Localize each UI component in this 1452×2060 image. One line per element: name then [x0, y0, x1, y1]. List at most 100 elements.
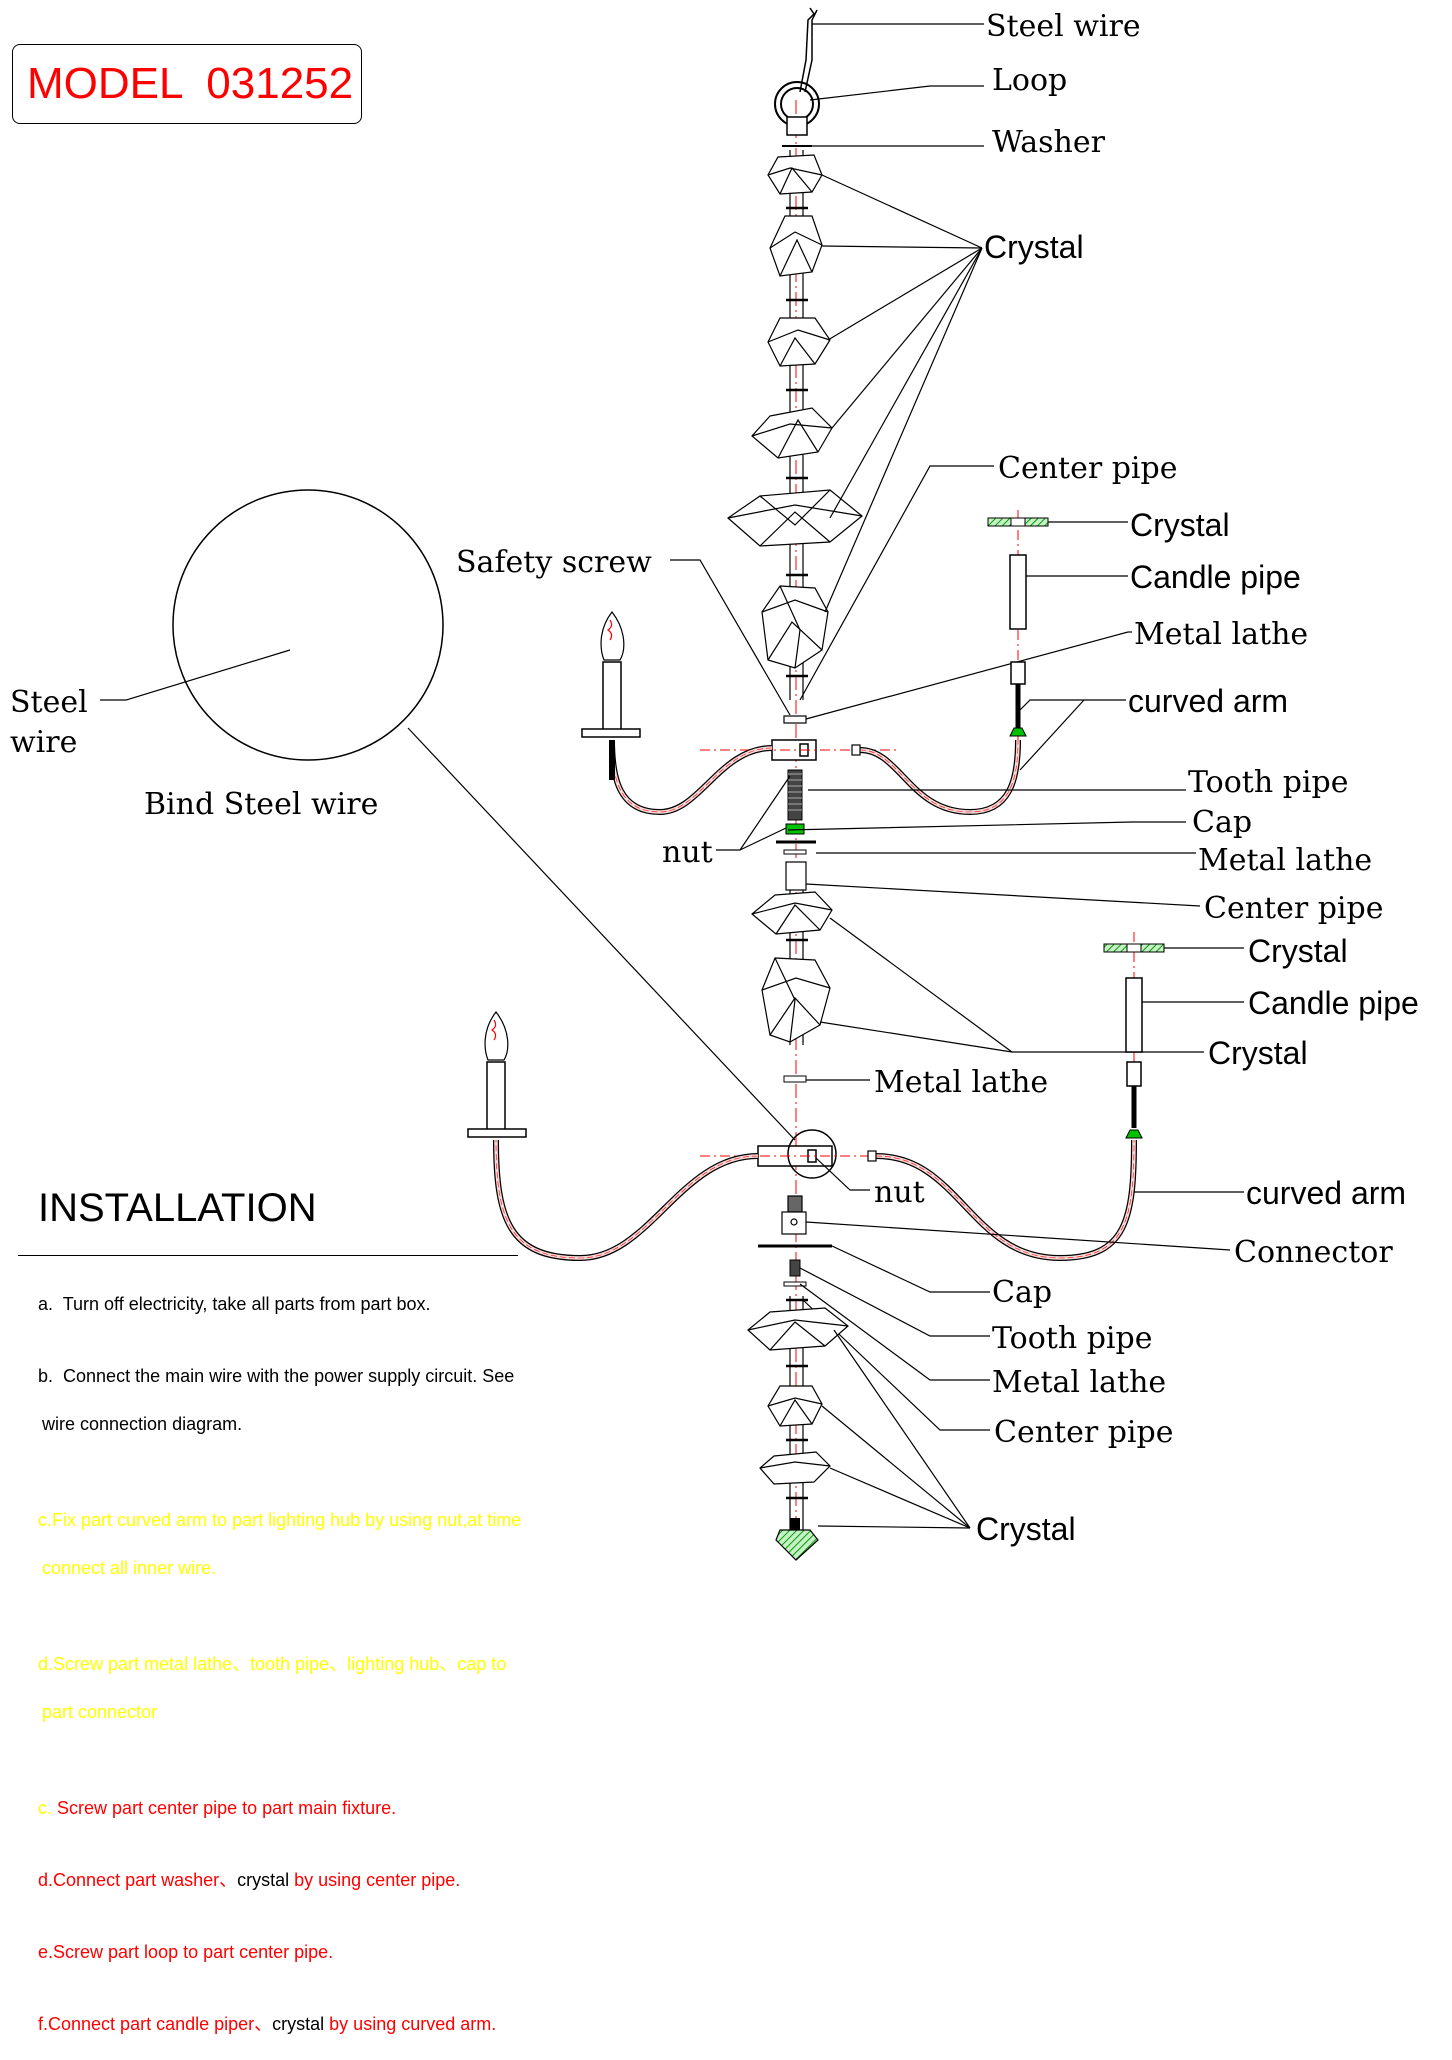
metal-lathe-upper: [783, 849, 807, 855]
step-d: d.Screw part metal lathe、tooth pipe、ligh…: [18, 1628, 618, 1772]
connector: [781, 1195, 807, 1235]
label-crystal-mid: Crystal: [1208, 1035, 1308, 1071]
leaders-right-lower: [1142, 947, 1244, 1003]
label-crystal-right-1: Crystal: [1130, 507, 1230, 543]
label-curved-arm-2: curved arm: [1246, 1175, 1406, 1211]
leaders-lower: [815, 1157, 1244, 1193]
label-tooth-pipe-2: Tooth pipe: [992, 1321, 1152, 1356]
step-f2-c: by using curved arm.: [324, 2014, 497, 2034]
crystal-8: [761, 957, 831, 1043]
step-c-text: c.Fix part curved arm to part lighting h…: [38, 1510, 522, 1530]
label-center-pipe-2: Center pipe: [1204, 891, 1383, 926]
curved-arm-lower-left: [493, 1139, 759, 1262]
lower-lighting-hub: [757, 1129, 837, 1179]
installation-title: INSTALLATION: [38, 1186, 317, 1230]
leaders-right-upper: [1017, 521, 1128, 771]
nut-upper: [785, 823, 805, 835]
step-d2-b: crystal: [237, 1870, 290, 1890]
step-d-text: d.Screw part metal lathe、tooth pipe、ligh…: [38, 1654, 507, 1674]
leaders-top: [670, 23, 994, 716]
tooth-pipe-1: [787, 769, 803, 821]
label-steel-wire: Steel wire: [986, 9, 1141, 44]
curved-arm-upper-right: [859, 739, 1021, 816]
candle-upper-right-exploded: [987, 510, 1049, 740]
step-b-text: b. Connect the main wire with the power …: [38, 1366, 515, 1386]
label-connector: Connector: [1234, 1235, 1393, 1270]
label-candle-pipe-1: Candle pipe: [1130, 559, 1301, 595]
step-e2: e.Screw part loop to part center pipe.: [18, 1916, 618, 1988]
label-cap-1: Cap: [1192, 805, 1252, 840]
crystal-6: [761, 585, 829, 669]
step-b: b. Connect the main wire with the power …: [18, 1340, 618, 1484]
label-nut-1: nut: [662, 835, 713, 870]
step-c-cont: connect all inner wire.: [42, 1558, 217, 1578]
curved-arm-upper-left: [609, 739, 773, 816]
step-f2-b: crystal: [272, 2014, 325, 2034]
crystal-7: [751, 891, 833, 935]
detail-label-steel: Steel: [10, 685, 88, 720]
label-nut-2: nut: [874, 1175, 925, 1210]
step-c2-prefix: c.: [38, 1798, 53, 1818]
label-candle-pipe-2: Candle pipe: [1248, 985, 1419, 1021]
label-crystal-bottom: Crystal: [976, 1511, 1076, 1547]
label-metal-lathe-4: Metal lathe: [992, 1365, 1166, 1400]
candle-upper-left: [581, 611, 641, 780]
candle-lower-right-exploded: [1103, 932, 1165, 1139]
tooth-pipe-2: [789, 1259, 801, 1277]
metal-lathe-mid: [783, 1075, 807, 1083]
label-safety-screw: Safety screw: [456, 545, 652, 580]
step-a-text: a. Turn off electricity, take all parts …: [38, 1294, 431, 1314]
safety-screw: [783, 715, 807, 724]
label-cap-2: Cap: [992, 1275, 1052, 1310]
detail-circle: [172, 480, 444, 780]
candle-lower-left: [467, 1011, 527, 1138]
label-crystal-right-2: Crystal: [1248, 933, 1348, 969]
crystal-10: [767, 1385, 823, 1427]
washer: [786, 116, 808, 136]
detail-caption: Bind Steel wire: [144, 787, 378, 822]
step-c2-text: Screw part center pipe to part main fixt…: [52, 1798, 397, 1818]
model-number-box: MODEL 031252: [12, 44, 362, 124]
label-metal-lathe-1: Metal lathe: [1134, 617, 1308, 652]
curved-arm-lower-right: [875, 1139, 1137, 1262]
installation-steps: a. Turn off electricity, take all parts …: [18, 1244, 618, 2060]
step-d2-a: d.Connect part washer、: [38, 1870, 238, 1890]
label-crystal-top: Crystal: [984, 229, 1084, 265]
step-d-cont: part connector: [42, 1702, 158, 1722]
detail-steel-wire-leader: [100, 649, 291, 701]
diagram-canvas: Steel wire Loop Washer Crystal Center pi…: [10, 7, 1419, 2034]
metal-lathe-lower: [783, 1281, 807, 1287]
crystal-5: [727, 489, 863, 547]
leaders-bottom-crystal: [817, 1329, 971, 1529]
detail-label-wire: wire: [10, 725, 77, 760]
step-b-cont: wire connection diagram.: [42, 1414, 243, 1434]
label-curved-arm-1: curved arm: [1128, 683, 1288, 719]
label-metal-lathe-2: Metal lathe: [1198, 843, 1372, 878]
leaders-crystal-mid: [819, 917, 1204, 1053]
crystal-1: [767, 154, 823, 195]
step-d2-c: by using center pipe.: [289, 1870, 461, 1890]
step-a: a. Turn off electricity, take all parts …: [18, 1244, 618, 1340]
step-e2-text: e.Screw part loop to part center pipe.: [38, 1942, 334, 1962]
label-metal-lathe-3: Metal lathe: [874, 1065, 1048, 1100]
crystal-2: [769, 215, 823, 277]
crystal-9: [747, 1307, 849, 1351]
labels: Steel wire Loop Washer Crystal Center pi…: [10, 9, 1419, 1547]
leaders-mid: [716, 775, 1196, 854]
step-d2: d.Connect part washer、crystal by using c…: [18, 1844, 618, 1916]
label-tooth-pipe-1: Tooth pipe: [1188, 765, 1348, 800]
crystal-12-drop: [775, 1518, 819, 1561]
exploded-view-svg: Steel wire Loop Washer Crystal Center pi…: [10, 7, 1419, 1561]
steel-wire: [799, 7, 818, 93]
label-washer: Washer: [992, 125, 1106, 160]
label-center-pipe-3: Center pipe: [994, 1415, 1173, 1450]
step-c2: c. Screw part center pipe to part main f…: [18, 1772, 618, 1844]
crystal-3: [767, 317, 831, 367]
leaders-bottom: [799, 1267, 990, 1431]
crystal-11: [759, 1451, 831, 1485]
step-f2-a: f.Connect part candle piper、: [38, 2014, 273, 2034]
label-center-pipe-1: Center pipe: [998, 451, 1177, 486]
label-loop: Loop: [992, 63, 1067, 98]
detail-leader: [407, 727, 796, 1141]
step-c: c.Fix part curved arm to part lighting h…: [18, 1484, 618, 1628]
